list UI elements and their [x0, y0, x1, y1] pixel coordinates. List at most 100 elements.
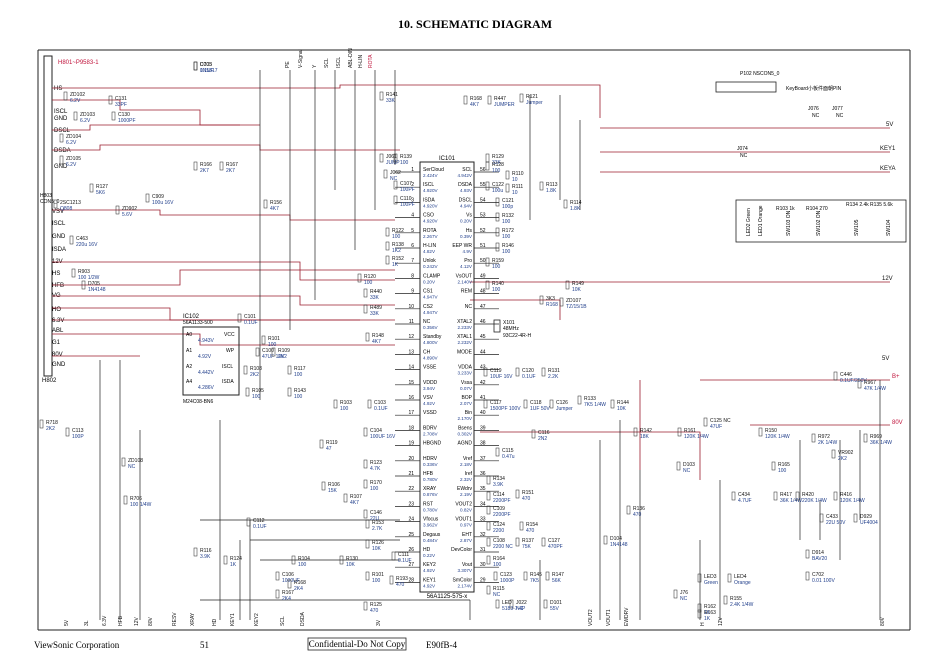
component-value: 100 [778, 468, 787, 474]
component-value: 1K2 [392, 248, 401, 254]
component-ref: C125 NC [710, 418, 731, 424]
top-net-labels: PE V-Signal Y SCL ISCL ABL-DIN H-LIN ROT… [285, 48, 374, 68]
component-ref: R417 [780, 492, 792, 498]
component-symbol [509, 599, 514, 609]
ic101-pin-number: 20 [408, 456, 414, 462]
component-value: 10 [512, 177, 518, 183]
component-symbol [333, 399, 338, 409]
component-ref: R104 [298, 556, 310, 562]
component-ref: R108 [250, 366, 262, 372]
component-symbol [495, 227, 500, 237]
component-ref: R117 [294, 366, 306, 372]
component-symbol [385, 255, 390, 265]
component-ref: R131 [548, 368, 560, 374]
component-ref: R165 [778, 462, 790, 468]
ic101-pin-number: 36 [480, 471, 486, 477]
component-value: 100 [268, 342, 277, 348]
ic101-pin-name: VDDA [458, 365, 473, 371]
ic101-pin-name: BOP [461, 395, 472, 401]
ic101-pin-number: 50 [480, 258, 486, 264]
ic101-pin-name: Hs [466, 228, 473, 234]
component-ref: R121 [526, 94, 538, 100]
component-symbol [115, 205, 120, 215]
right-net: 80V [892, 420, 903, 426]
component-symbol [81, 280, 86, 290]
component-symbol [485, 153, 490, 163]
component-ref: R154 [526, 522, 538, 528]
component-symbol [495, 447, 500, 457]
component-value: 100 [294, 372, 303, 378]
component-ref: R122 [392, 228, 404, 234]
component-ref: J062 [390, 170, 401, 176]
ic101-pin-number: 42 [480, 380, 486, 386]
ic102-pin: A1 [186, 348, 192, 354]
component-ref: J022 [516, 600, 527, 606]
component-value: 47K 1/4W [864, 386, 886, 392]
ic101-pin-voltage: 2.708V [423, 431, 438, 436]
component-ref: R152 [392, 256, 404, 262]
component-value: 100 [372, 578, 381, 584]
component-ref: C702 [812, 572, 824, 578]
ic101-pin-number: 3 [411, 197, 414, 203]
keyboard-connector-label: P102 NSCON5_0 [740, 71, 780, 77]
component-value: 18K [640, 434, 650, 440]
ic101-pin-voltage: 0.356V [423, 325, 438, 330]
ic101-pin-number: 55 [480, 182, 486, 188]
kb-part: SW104 [886, 219, 892, 236]
ic102-volt: 4.943V [198, 338, 215, 344]
component-value: 33PF [115, 102, 127, 108]
ic101-pin-number: 32 [480, 532, 486, 538]
ic101-pin-voltage: 2.140V [457, 279, 472, 284]
component-symbol [577, 395, 582, 405]
ic101-name: IC101 [439, 156, 456, 162]
left-signal: ISDA [52, 247, 66, 253]
component-symbol [69, 235, 74, 245]
ic101-pin-name: KEY1 [423, 577, 436, 583]
component-value: 1UF 50V [530, 406, 550, 412]
component-ref: ZD103 [80, 112, 95, 118]
component-ref: R147 [552, 572, 564, 578]
component-ref: R125 [370, 602, 382, 608]
ic101-pin-name: Unlok [423, 258, 436, 264]
component-symbol [263, 199, 268, 209]
ic102-pin: A4 [186, 379, 192, 385]
component-ref: C126 [556, 400, 568, 406]
component-value: 1.8K [570, 206, 581, 212]
component-symbol [261, 335, 266, 345]
ic101-pin-name: HDRV [423, 456, 438, 462]
component-value: 6.2V [66, 162, 77, 168]
component-value: 0.1UF [522, 374, 536, 380]
component-ref: R167 [226, 162, 238, 168]
component-ref: R440 [370, 289, 382, 295]
component-symbol [545, 571, 550, 581]
component-value: 3.9K [200, 554, 211, 560]
right-net: KEYA [880, 166, 896, 172]
component-ref: R132 [502, 213, 514, 219]
kb-part: J076 [808, 106, 819, 112]
ic101-pin-number: 5 [411, 228, 414, 234]
bottom-net: KEY1 [230, 613, 236, 626]
component-symbol [483, 399, 488, 409]
component-value: 2200PF [493, 512, 511, 518]
right-net: 5V [882, 356, 889, 362]
x101-crystal: X101 48MHz 93C22-4R-H [493, 319, 531, 339]
component-value: 2N2 [538, 436, 547, 442]
component-ref: C433 [826, 514, 838, 520]
component-symbol [697, 573, 702, 583]
ic101-pin-voltage: 0.07V [460, 386, 473, 391]
kb-part: J074 [737, 146, 748, 152]
ic101-pin-name: HD [423, 547, 431, 553]
bottom-net: 80V [880, 616, 886, 626]
ic101-pin-voltage: 4.890V [423, 355, 438, 360]
ic101-pin-name: EWdrv [457, 486, 473, 492]
left-signal: DSCL [54, 128, 71, 134]
component-symbol [121, 457, 126, 467]
component-symbol [603, 535, 608, 545]
component-value: 0.1UF [374, 406, 388, 412]
ic101-pin-voltage: 4.92V [423, 401, 436, 406]
component-value: 470 [370, 608, 379, 614]
component-ref: C119 [490, 368, 502, 374]
ic101-pin-name: XRAY [423, 486, 437, 492]
component-ref: C108 [493, 538, 505, 544]
component-symbol [495, 599, 500, 609]
